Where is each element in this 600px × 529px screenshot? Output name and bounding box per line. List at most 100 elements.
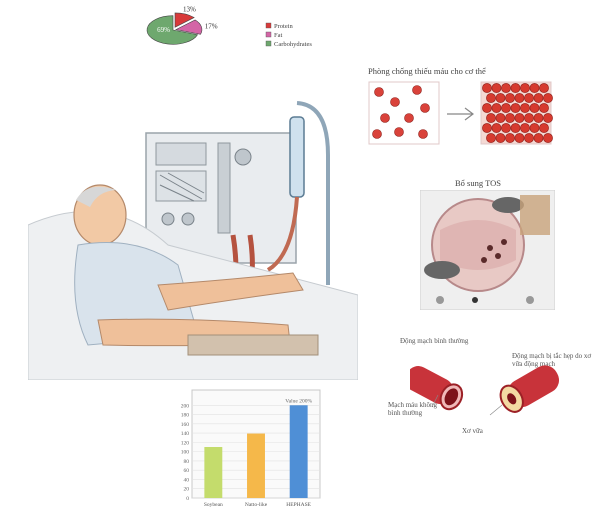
artery-plaque-label: Xơ vữa	[462, 427, 483, 435]
legend-swatch	[265, 40, 272, 47]
red-blood-cell	[510, 83, 521, 93]
red-blood-cell	[482, 83, 492, 93]
red-blood-cell	[418, 129, 428, 139]
red-blood-cell	[491, 83, 502, 93]
legend-swatch	[265, 22, 272, 29]
legend-label: Fat	[274, 32, 283, 39]
pie-slice	[174, 12, 195, 28]
bar-annotation: Value 200%	[285, 398, 312, 404]
red-blood-cell	[524, 93, 534, 103]
red-blood-cell	[495, 113, 506, 123]
red-blood-cell	[529, 83, 540, 93]
red-blood-cell	[520, 103, 530, 113]
blood-cells-illustration	[368, 81, 553, 145]
legend-label: Protein	[274, 23, 294, 30]
red-blood-cell	[539, 103, 549, 113]
red-blood-cell	[524, 113, 534, 123]
legend-label: Carbohydrates	[274, 41, 312, 48]
x-tick-label: Soybean	[204, 502, 223, 508]
red-blood-cell	[505, 93, 515, 103]
red-blood-cell	[514, 133, 525, 143]
blood-line	[266, 196, 299, 272]
x-tick-label: HEPHASE	[286, 502, 311, 508]
x-tick-label: Natto-like	[245, 502, 268, 508]
artery-wall-label: Mạch máu không bình thường	[388, 401, 437, 417]
blocked-artery	[499, 365, 560, 413]
red-blood-cell	[404, 113, 414, 123]
y-tick-label: 100	[181, 450, 190, 456]
red-blood-cell	[501, 103, 511, 113]
red-blood-cell	[514, 113, 525, 123]
bar	[247, 433, 265, 498]
red-blood-cell	[533, 133, 544, 143]
dialyzer	[289, 116, 305, 198]
arrow-right-icon	[447, 107, 474, 121]
red-blood-cell	[486, 93, 496, 103]
red-blood-cell	[380, 113, 390, 123]
y-tick-label: 140	[181, 431, 190, 437]
pie-slice-label: 69%	[157, 26, 170, 34]
red-blood-cell	[482, 103, 492, 113]
normal-artery	[410, 366, 464, 411]
red-blood-cell	[491, 103, 502, 113]
red-blood-cell	[510, 123, 521, 133]
red-blood-cell	[520, 123, 530, 133]
red-blood-cell	[533, 113, 544, 123]
y-tick-label: 120	[181, 440, 190, 446]
red-blood-cell	[495, 93, 506, 103]
y-tick-label: 180	[181, 413, 190, 419]
red-blood-cell	[374, 87, 384, 97]
callout-bubble	[492, 197, 524, 213]
red-blood-cell	[505, 133, 515, 143]
tos-panel-title: Bổ sung TOS	[455, 178, 501, 188]
pie-slice	[146, 15, 199, 45]
comparison-bar-chart: 0 20 40 60 80 100 120 140 160 180 200 Soybean Natto…	[181, 389, 321, 508]
y-tick-label: 40	[184, 477, 190, 483]
red-blood-cell	[501, 123, 511, 133]
red-blood-cell	[495, 133, 506, 143]
red-blood-cell	[539, 123, 549, 133]
red-blood-cell	[520, 83, 530, 93]
dialysis-illustration	[28, 101, 358, 380]
red-blood-cell	[539, 83, 549, 93]
bar	[204, 447, 223, 498]
y-tick-label: 160	[181, 422, 190, 428]
red-blood-cell	[482, 123, 492, 133]
red-blood-cell	[543, 133, 553, 143]
artery-illustration	[410, 365, 560, 416]
blood-panel-title: Phòng chống thiếu máu cho cơ thể	[368, 66, 486, 76]
red-blood-cell	[372, 129, 382, 139]
y-tick-label: 20	[184, 487, 190, 493]
patient-arm	[157, 272, 304, 311]
red-blood-cell	[510, 103, 521, 113]
pie-slice-label: 13%	[183, 6, 196, 14]
red-blood-cell	[491, 123, 502, 133]
tos-illustration	[420, 190, 555, 310]
red-blood-cell	[529, 103, 540, 113]
red-blood-cell	[543, 93, 553, 103]
pie-slice-label: 17%	[205, 22, 218, 30]
y-tick-label: 80	[184, 459, 190, 465]
red-blood-cell	[529, 123, 540, 133]
callout-bubble	[424, 261, 460, 279]
bar	[289, 405, 308, 498]
red-blood-cell	[524, 133, 534, 143]
y-tick-label: 60	[184, 468, 190, 474]
red-blood-cell	[514, 93, 525, 103]
artery-blocked-label: Động mạch bị tắc hẹp do xơ vữa động mạch	[512, 352, 592, 368]
y-tick-label: 0	[186, 496, 189, 502]
red-blood-cell	[505, 113, 515, 123]
red-blood-cell	[394, 127, 404, 137]
pie-slice	[175, 19, 203, 35]
red-blood-cell	[486, 133, 496, 143]
red-blood-cell	[412, 85, 422, 95]
legend-swatch	[265, 31, 272, 38]
red-blood-cell	[420, 103, 430, 113]
red-blood-cell	[501, 83, 511, 93]
red-blood-cell	[533, 93, 544, 103]
red-blood-cell	[390, 97, 400, 107]
red-blood-cell	[486, 113, 496, 123]
y-tick-label: 200	[181, 403, 190, 409]
red-blood-cell	[543, 113, 553, 123]
